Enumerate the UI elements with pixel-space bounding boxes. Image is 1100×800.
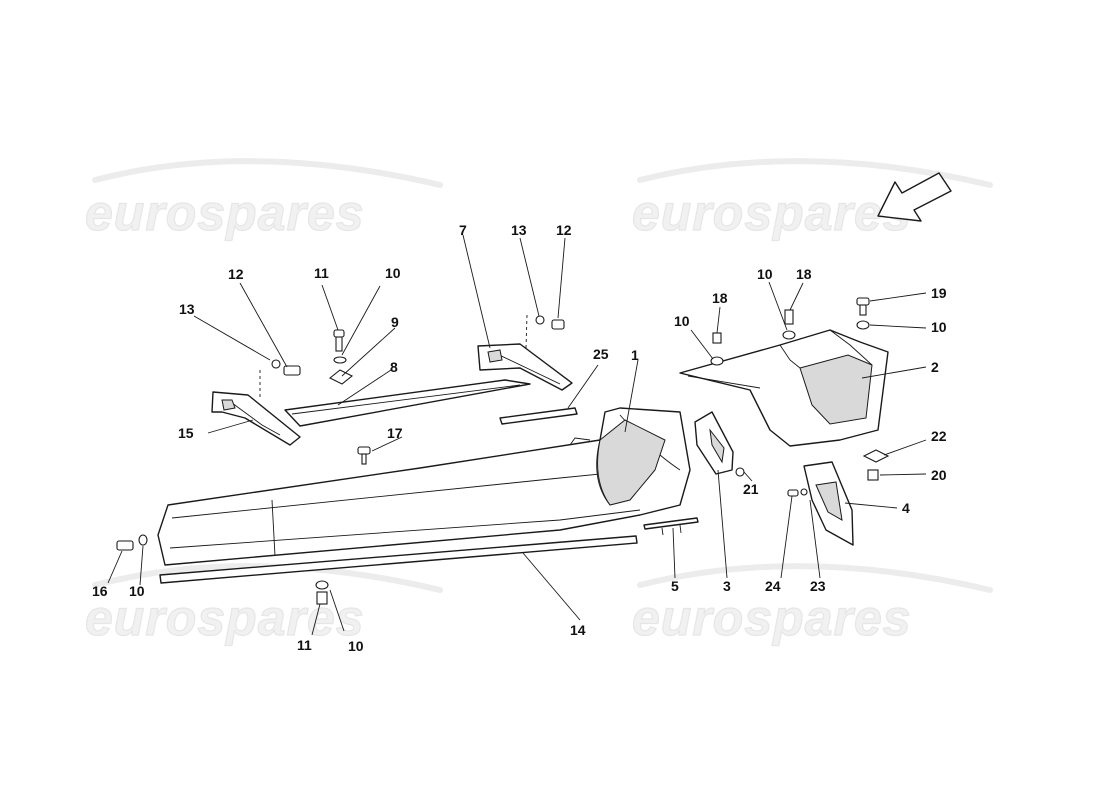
washer-10-intake-right bbox=[782, 330, 796, 340]
washer-10-intake bbox=[710, 356, 724, 366]
leader-lines bbox=[107, 234, 927, 636]
label-10-intake-right: 10 bbox=[757, 266, 773, 282]
label-12-right: 12 bbox=[556, 222, 572, 238]
bolt-20 bbox=[867, 469, 879, 481]
label-11-bottom: 11 bbox=[297, 637, 312, 653]
label-9: 9 bbox=[391, 314, 399, 330]
bolt-19-shank bbox=[859, 304, 867, 316]
bolt-12-right bbox=[551, 319, 565, 330]
part-25-strip bbox=[499, 407, 578, 425]
washer-10-left bbox=[138, 534, 148, 546]
screw-11-shank bbox=[335, 336, 343, 352]
watermark-bottom-right: eurospares bbox=[632, 590, 912, 646]
label-19: 19 bbox=[931, 285, 947, 301]
label-21: 21 bbox=[743, 481, 759, 497]
bolt-18-right bbox=[784, 309, 794, 325]
label-2: 2 bbox=[931, 359, 939, 375]
clip-23 bbox=[800, 488, 808, 496]
watermark-top-left: eurospares bbox=[85, 185, 365, 241]
nut-22 bbox=[862, 449, 890, 463]
label-14: 14 bbox=[570, 622, 586, 638]
label-20: 20 bbox=[931, 467, 947, 483]
label-7: 7 bbox=[459, 222, 467, 238]
clip-9 bbox=[328, 369, 354, 385]
label-3: 3 bbox=[723, 578, 731, 594]
label-10-intake: 10 bbox=[674, 313, 690, 329]
washer-10-far-right bbox=[856, 320, 870, 330]
bolt-18-left bbox=[712, 332, 722, 344]
label-25: 25 bbox=[593, 346, 609, 362]
part-8-trim-strip bbox=[284, 379, 531, 427]
screw-17-head bbox=[357, 446, 371, 455]
label-11-top: 11 bbox=[314, 265, 329, 281]
part-labels: 1 2 3 4 5 7 8 9 10 10 10 10 10 10 11 11 … bbox=[92, 222, 947, 654]
washer-10-bottom bbox=[315, 580, 329, 590]
label-8: 8 bbox=[390, 359, 398, 375]
part-14-sill-strip bbox=[159, 535, 638, 584]
screw-24 bbox=[787, 489, 799, 497]
bolt-16 bbox=[116, 540, 134, 551]
part-2-side-intake bbox=[679, 329, 889, 447]
label-10-far-right: 10 bbox=[931, 319, 947, 335]
bolt-12-left bbox=[283, 365, 301, 376]
label-5: 5 bbox=[671, 578, 679, 594]
label-13-left: 13 bbox=[179, 301, 195, 317]
label-17: 17 bbox=[387, 425, 403, 441]
label-18-left: 18 bbox=[712, 290, 728, 306]
label-10-bottom: 10 bbox=[348, 638, 364, 654]
washer-10-top bbox=[333, 356, 347, 364]
watermark-group: eurospares eurospares eurospares eurospa… bbox=[84, 158, 993, 647]
label-16: 16 bbox=[92, 583, 108, 599]
screw-11-bottom bbox=[316, 591, 328, 605]
label-24: 24 bbox=[765, 578, 781, 594]
label-23: 23 bbox=[810, 578, 826, 594]
label-1: 1 bbox=[631, 347, 639, 363]
screw-11-top bbox=[333, 329, 345, 338]
label-22: 22 bbox=[931, 428, 947, 444]
label-4: 4 bbox=[902, 500, 910, 516]
part-4-lower-cover bbox=[803, 461, 854, 546]
screw-17-shank bbox=[361, 453, 367, 465]
label-10-top: 10 bbox=[385, 265, 401, 281]
label-12-left: 12 bbox=[228, 266, 244, 282]
screw-21 bbox=[735, 467, 745, 477]
washer-13-right bbox=[535, 315, 545, 325]
part-1-sill-panel bbox=[157, 407, 691, 566]
washer-13-left bbox=[271, 359, 281, 369]
bolt-19-head bbox=[856, 297, 870, 306]
label-18-right: 18 bbox=[796, 266, 812, 282]
part-15-bracket bbox=[211, 391, 301, 446]
part-5-clip bbox=[643, 517, 699, 536]
part-3-mount-plate bbox=[694, 411, 734, 475]
guide-lines bbox=[259, 314, 528, 398]
label-15: 15 bbox=[178, 425, 194, 441]
watermark-top-right: eurospares bbox=[632, 185, 912, 241]
part-7-bracket bbox=[477, 343, 573, 391]
arrow-down-left-icon bbox=[877, 172, 952, 222]
label-10-left: 10 bbox=[129, 583, 145, 599]
label-13-right: 13 bbox=[511, 222, 527, 238]
